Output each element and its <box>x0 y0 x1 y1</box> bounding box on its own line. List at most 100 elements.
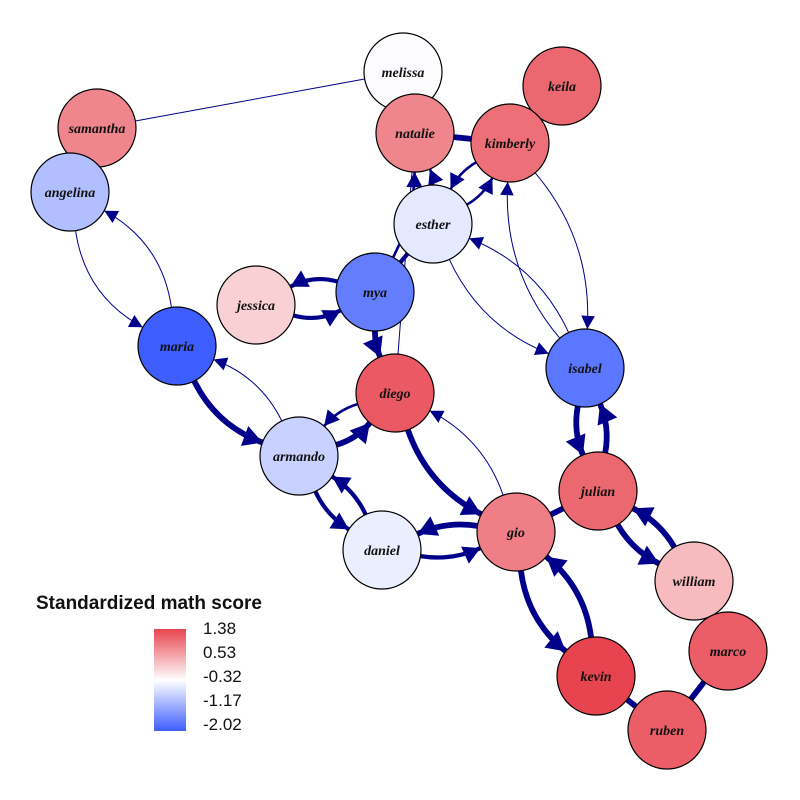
node-label: marco <box>710 645 747 660</box>
node-label: isabel <box>568 362 602 377</box>
node-keila: keila <box>522 46 602 126</box>
legend-title: Standardized math score <box>36 593 262 614</box>
node-label: julian <box>579 485 615 500</box>
node-label: esther <box>416 218 452 233</box>
node-julian: julian <box>558 451 638 531</box>
edge-arrowhead <box>500 181 514 196</box>
edge-arrowhead <box>581 315 595 330</box>
node-armando: armando <box>259 416 339 496</box>
edge-arrowhead <box>450 172 465 190</box>
node-circle <box>393 184 473 264</box>
edge-arrowhead <box>478 177 493 195</box>
node-circle <box>522 46 602 126</box>
edge-arrowhead <box>461 546 481 564</box>
node-samantha: samantha <box>57 88 137 168</box>
edge-kimberly-isabel <box>534 172 589 330</box>
node-circle <box>470 103 550 183</box>
node-label: daniel <box>364 544 400 559</box>
node-label: armando <box>273 450 325 465</box>
node-natalie: natalie <box>375 93 455 173</box>
node-kimberly: kimberly <box>470 103 550 183</box>
node-label: kevin <box>580 670 611 685</box>
node-circle <box>355 353 435 433</box>
node-circle <box>216 265 296 345</box>
edge-isabel-esther <box>469 237 570 333</box>
node-william: william <box>654 541 734 621</box>
node-label: samantha <box>68 122 126 137</box>
node-isabel: isabel <box>545 328 625 408</box>
edge-angelina-maria <box>75 230 144 328</box>
edge-arrowhead <box>213 357 229 371</box>
edge-arrowhead <box>632 507 655 527</box>
edge-arrowhead <box>597 403 618 426</box>
legend-colorbar <box>154 629 186 731</box>
legend: Standardized math score 1.38 0.53 -0.32 … <box>36 593 336 734</box>
edge-arrowhead <box>349 422 370 445</box>
node-circle <box>688 611 768 691</box>
node-angelina: angelina <box>30 152 110 232</box>
edge-arrowhead <box>469 236 485 250</box>
edge-arrowhead <box>290 270 310 287</box>
edge-arrowhead <box>329 512 349 530</box>
edge-arrowhead <box>533 342 549 356</box>
node-label: keila <box>548 80 576 95</box>
edge-arrowhead <box>406 171 423 188</box>
node-mya: mya <box>335 252 415 332</box>
edge-arrowhead <box>459 496 482 516</box>
edge-natalie-kimberly <box>453 134 472 142</box>
edge-arrowhead <box>127 315 143 328</box>
node-circle <box>476 492 556 572</box>
node-label: william <box>673 575 716 590</box>
edge-arrowhead <box>544 631 566 652</box>
edge-arrowhead <box>546 556 568 577</box>
node-label: gio <box>506 526 525 541</box>
edge-arrowhead <box>429 410 445 423</box>
node-kevin: kevin <box>556 636 636 716</box>
legend-tick: 0.53 <box>203 643 237 662</box>
edge-arrowhead <box>637 545 660 565</box>
edge-isabel-kimberly <box>506 181 561 339</box>
node-diego: diego <box>355 353 435 433</box>
node-circle <box>259 416 339 496</box>
node-circle <box>556 636 636 716</box>
legend-tick: 1.38 <box>203 619 237 638</box>
node-label: diego <box>379 387 410 402</box>
node-label: ruben <box>650 724 684 739</box>
node-circle <box>137 306 217 386</box>
node-ruben: ruben <box>627 690 707 770</box>
edge-ruben-marco <box>688 680 707 701</box>
node-jessica: jessica <box>216 265 296 345</box>
node-circle <box>342 510 422 590</box>
node-circle <box>545 328 625 408</box>
edge-mya-esther <box>398 252 410 264</box>
edge-arrowhead <box>417 516 440 536</box>
node-gio: gio <box>476 492 556 572</box>
node-label: maria <box>160 340 194 355</box>
node-circle <box>30 152 110 232</box>
node-circle <box>335 252 415 332</box>
node-label: mya <box>363 286 387 301</box>
node-label: natalie <box>395 127 435 142</box>
edge-arrowhead <box>104 210 120 223</box>
node-esther: esther <box>393 184 473 264</box>
edge-arrowhead <box>240 425 263 446</box>
edge-arrowhead <box>321 310 341 327</box>
edge-esther-isabel <box>448 259 549 355</box>
node-marco: marco <box>688 611 768 691</box>
node-circle <box>627 690 707 770</box>
node-label: kimberly <box>485 137 536 152</box>
legend-tick: -2.02 <box>203 715 242 734</box>
legend-tick: -0.32 <box>203 667 242 686</box>
edge-arrowhead <box>324 409 340 427</box>
node-label: jessica <box>235 299 275 314</box>
node-circle <box>558 451 638 531</box>
edge-arrowhead <box>428 169 444 187</box>
legend-tick: -1.17 <box>203 691 242 710</box>
edge-samantha-melissa <box>135 78 365 122</box>
node-maria: maria <box>137 306 217 386</box>
edges-layer <box>75 78 707 709</box>
edge-arrowhead <box>362 335 383 357</box>
edge-gio-julian <box>549 505 565 518</box>
node-circle <box>375 93 455 173</box>
